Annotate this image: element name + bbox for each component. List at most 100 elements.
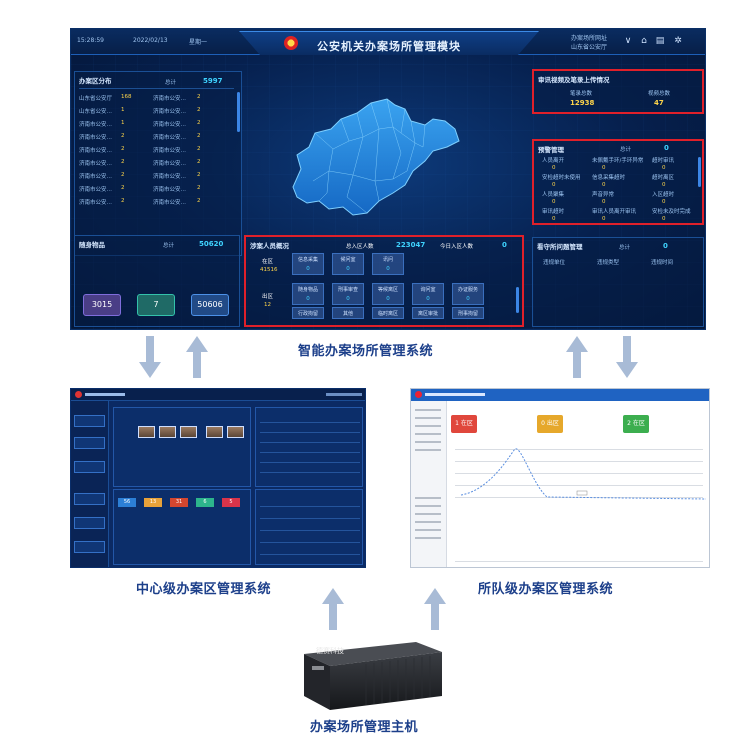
status-card[interactable]: 1 在区 bbox=[451, 415, 477, 433]
cell-value: 0 bbox=[346, 296, 350, 302]
table-row[interactable] bbox=[260, 530, 360, 531]
status-cell[interactable]: 行政拘留 bbox=[292, 307, 324, 319]
nav-item[interactable] bbox=[415, 449, 441, 451]
nav-item[interactable] bbox=[415, 433, 441, 435]
nav-item[interactable] bbox=[415, 441, 441, 443]
area-name: 济南市公安… bbox=[79, 200, 113, 206]
status-cell[interactable]: 临时离区 bbox=[372, 307, 404, 319]
total-items-button[interactable]: 50606 bbox=[191, 294, 229, 316]
nav-item[interactable] bbox=[415, 505, 441, 507]
table-row[interactable] bbox=[260, 554, 360, 555]
sidebar-item[interactable] bbox=[74, 437, 105, 449]
arrow-up-icon bbox=[566, 336, 588, 378]
org-name: 山东省公安厅 bbox=[571, 44, 608, 51]
site-name: 办案场所网址 bbox=[571, 35, 608, 42]
nav-item[interactable] bbox=[415, 521, 441, 523]
status-card[interactable]: 2 在区 bbox=[623, 415, 649, 433]
sidebar-item[interactable] bbox=[74, 461, 105, 473]
returned-items-button[interactable]: 7 bbox=[137, 294, 175, 316]
cell-value: 0 bbox=[346, 266, 350, 272]
host-label: 办案场所管理主机 bbox=[310, 720, 419, 735]
table-row[interactable] bbox=[260, 506, 360, 507]
table-row[interactable] bbox=[260, 472, 360, 473]
stat-card[interactable]: 5 bbox=[222, 498, 240, 507]
total-label: 总计 bbox=[620, 147, 632, 153]
monitor-panel bbox=[113, 407, 251, 487]
table-row[interactable] bbox=[260, 542, 360, 543]
column-type: 违规类型 bbox=[597, 260, 620, 266]
nav-item[interactable] bbox=[415, 537, 441, 539]
scrollbar[interactable] bbox=[516, 287, 519, 313]
print-icon[interactable]: ▤ bbox=[655, 36, 665, 46]
status-cell[interactable]: 刑事拘留 bbox=[452, 307, 484, 319]
home-icon[interactable]: ⌂ bbox=[641, 36, 647, 46]
area-name: 济南市公安… bbox=[79, 187, 113, 193]
in-area-count: 41516 bbox=[260, 267, 278, 273]
scrollbar[interactable] bbox=[237, 92, 240, 132]
stat-card[interactable]: 31 bbox=[170, 498, 188, 507]
sidebar-item[interactable] bbox=[74, 541, 105, 553]
stat-card[interactable]: 13 bbox=[144, 498, 162, 507]
camera-thumbnail[interactable] bbox=[138, 426, 155, 438]
alarm-count: 0 bbox=[552, 164, 556, 171]
cell-label: 等候离区 bbox=[377, 287, 398, 293]
alarm-count: 0 bbox=[662, 198, 666, 205]
nav-item[interactable] bbox=[415, 497, 441, 499]
table-row[interactable] bbox=[260, 422, 360, 423]
grid-line bbox=[455, 485, 703, 486]
sidebar-item[interactable] bbox=[74, 517, 105, 529]
camera-thumbnail[interactable] bbox=[206, 426, 223, 438]
today-label: 今日入区人数 bbox=[440, 244, 474, 250]
nav-item[interactable] bbox=[415, 417, 441, 419]
stored-items-button[interactable]: 3015 bbox=[83, 294, 121, 316]
stat-card[interactable]: 6 bbox=[196, 498, 214, 507]
sidebar-item[interactable] bbox=[74, 493, 105, 505]
sidebar-item[interactable] bbox=[74, 415, 105, 427]
cell-value: 0 bbox=[306, 296, 310, 302]
status-card[interactable]: 0 出区 bbox=[537, 415, 563, 433]
header-text-placeholder bbox=[425, 393, 485, 396]
camera-thumbnail[interactable] bbox=[227, 426, 244, 438]
nav-item[interactable] bbox=[415, 529, 441, 531]
precinct-system-screenshot: 1 在区 0 出区 2 在区 bbox=[410, 388, 710, 568]
nav-item[interactable] bbox=[415, 409, 441, 411]
record-count: 12938 bbox=[570, 99, 595, 107]
precinct-system-label: 所队级办案区管理系统 bbox=[478, 582, 614, 597]
table-row[interactable] bbox=[260, 452, 360, 453]
dashboard-screenshot: 15:28:59 2022/02/13 星期一 公安机关办案场所管理模块 办案场… bbox=[70, 28, 706, 330]
table-row[interactable] bbox=[260, 518, 360, 519]
review-upload-panel: 审讯视频及笔录上传情况 笔录总数 视频总数 12938 47 bbox=[532, 69, 704, 114]
map-borders bbox=[312, 98, 426, 214]
precinct-nav bbox=[411, 401, 447, 567]
table-row[interactable] bbox=[260, 432, 360, 433]
cell-label: 离区审批 bbox=[417, 311, 438, 317]
table-row[interactable] bbox=[260, 462, 360, 463]
alarm-count: 0 bbox=[662, 181, 666, 188]
stat-card[interactable]: 56 bbox=[118, 498, 136, 507]
area-count: 2 bbox=[121, 172, 125, 178]
center-header bbox=[71, 389, 365, 401]
map-shape[interactable] bbox=[292, 98, 460, 216]
nav-item[interactable] bbox=[415, 513, 441, 515]
status-cell[interactable]: 离区审批 bbox=[412, 307, 444, 319]
table-row[interactable] bbox=[260, 442, 360, 443]
column-time: 违规时间 bbox=[651, 260, 674, 266]
panel-title: 审讯视频及笔录上传情况 bbox=[538, 76, 610, 84]
chevron-down-icon[interactable]: ∨ bbox=[624, 36, 632, 46]
nav-item[interactable] bbox=[415, 425, 441, 427]
column-unit: 违规单位 bbox=[543, 260, 566, 266]
camera-thumbnail[interactable] bbox=[180, 426, 197, 438]
camera-thumbnail[interactable] bbox=[159, 426, 176, 438]
area-count: 2 bbox=[121, 198, 125, 204]
status-cell[interactable]: 其他 bbox=[332, 307, 364, 319]
scrollbar[interactable] bbox=[698, 157, 701, 187]
gear-icon[interactable]: ✲ bbox=[674, 36, 682, 46]
